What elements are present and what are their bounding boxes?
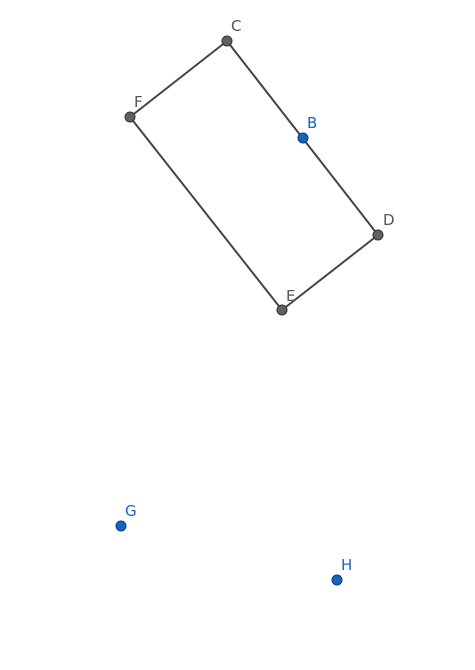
point-b[interactable] [297,132,309,144]
point-h-label: H [341,556,352,574]
segment-d-e[interactable] [281,234,379,311]
point-e[interactable] [276,304,288,316]
point-f-label: F [134,93,143,111]
segment-f-c[interactable] [129,40,228,118]
point-g-label: G [125,502,137,520]
segment-e-f[interactable] [129,116,283,311]
point-d-label: D [383,211,395,229]
point-c-label: C [231,17,241,35]
point-c[interactable] [221,35,233,47]
point-h[interactable] [331,574,343,586]
point-g[interactable] [115,520,127,532]
point-e-label: E [286,287,295,305]
point-f[interactable] [124,111,136,123]
point-d[interactable] [372,229,384,241]
point-b-label: B [307,114,317,132]
